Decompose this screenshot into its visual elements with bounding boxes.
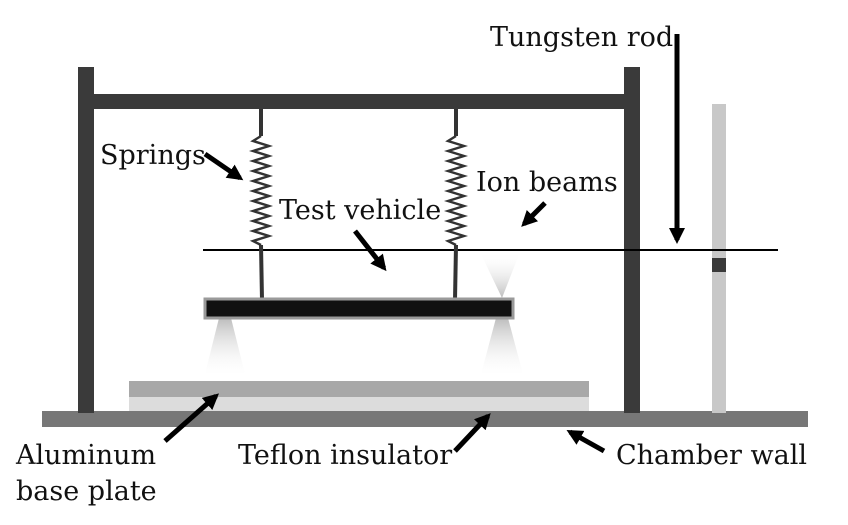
springs-label: Springs [100,140,206,171]
chamber-wall-arrow [566,429,606,454]
chamber-wall-floor [42,411,808,427]
ion-beams-label: Ion beams [476,167,618,198]
ion-beam-lower-left [204,318,246,378]
frame-top-beam [78,94,640,109]
spring-left [248,109,274,301]
tungsten-rod-label: Tungsten rod [490,22,673,53]
aluminum-label-line1: Aluminum [15,440,156,471]
frame-left-post [78,67,94,413]
ion-beams-arrow [521,201,547,227]
aluminum-label-line2: base plate [16,476,157,507]
spring-right [443,109,469,301]
tungsten-rod-band [712,258,726,272]
test-vehicle-bar [203,297,515,320]
aluminum-base-plate-arrow [163,393,219,443]
teflon-insulator-layer [129,397,589,411]
test-vehicle-label: Test vehicle [279,195,441,226]
aluminum-base-plate [129,381,589,397]
springs-arrow [203,151,244,181]
ion-beam-lower-right [480,318,524,378]
teflon-insulator-label: Teflon insulator [238,440,452,471]
test-vehicle-arrow [353,229,387,272]
chamber-wall-label: Chamber wall [616,440,807,471]
frame-right-post [624,67,640,413]
teflon-insulator-arrow [453,413,491,453]
ion-beam-upper [480,252,520,298]
